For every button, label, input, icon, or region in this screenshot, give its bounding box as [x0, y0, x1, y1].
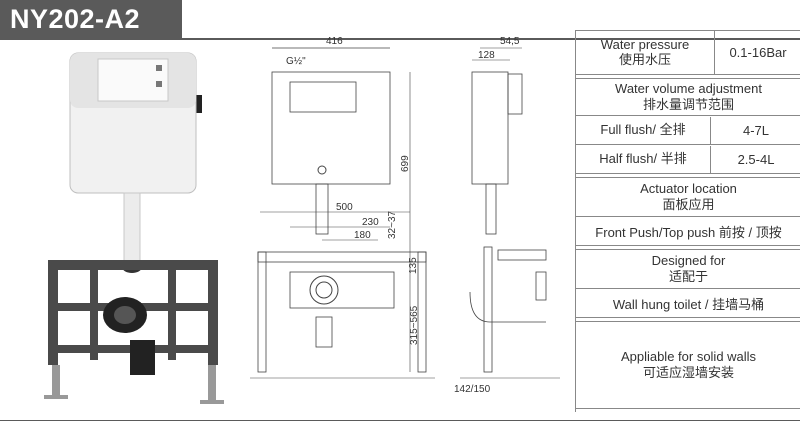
side-bracket	[507, 73, 523, 115]
label-en: Actuator location	[640, 181, 737, 197]
tank-valve	[317, 165, 327, 175]
label-en: Designed for	[651, 253, 726, 269]
dim-total-height: 699	[400, 155, 411, 172]
outlet-circle-inner	[315, 281, 333, 299]
header-divider	[0, 38, 800, 40]
label-cn: 排水量调节范围	[642, 97, 734, 112]
tank-opening	[289, 81, 357, 113]
spec-label: Half flush/ 半排	[576, 146, 711, 173]
spec-value: Front Push/Top push 前按 / 顶按	[595, 225, 782, 240]
spec-designed-heading: Designed for 适配于	[576, 249, 800, 289]
frame-top	[257, 251, 427, 263]
dim-side-frame: 142/150	[454, 384, 491, 395]
spec-label: Designed for 适配于	[652, 253, 726, 284]
side-flush-pipe	[485, 183, 497, 235]
side-outlet	[535, 271, 547, 301]
drain-outline	[315, 316, 333, 348]
spacer	[576, 247, 800, 250]
frame-right-leg	[208, 260, 218, 365]
label-en: Water pressure	[600, 36, 690, 52]
spec-half-flush: Half flush/ 半排 2.5-4L	[576, 146, 800, 174]
spec-value: 4-7L	[742, 123, 770, 138]
foot-plate-left	[44, 395, 68, 399]
spec-actuator-heading: Actuator location 面板应用	[576, 177, 800, 217]
spec-designed-value: Wall hung toilet / 挂墙马桶	[576, 290, 800, 318]
label-en: Water volume adjustment	[615, 81, 762, 97]
spec-label: Appliable for solid walls 可适应湿墙安装	[621, 349, 756, 380]
spec-actuator-value: Front Push/Top push 前按 / 顶按	[576, 218, 800, 246]
flush-pipe-outline	[315, 183, 329, 235]
label-cn: 面板应用	[662, 197, 715, 212]
cistern-clip	[156, 65, 162, 71]
mounting-bracket-right	[192, 95, 202, 113]
spec-label: Actuator location 面板应用	[640, 181, 737, 212]
product-model-title: NY202-A2	[0, 0, 182, 38]
drain-pipe	[130, 340, 155, 375]
side-frame-leg	[483, 246, 493, 373]
dim-outlet-height: 315~565	[409, 305, 420, 345]
frame-inner-post	[90, 270, 98, 360]
front-dimension-drawing: 416 G½" 699 500 230 180 32~37 135 315~56…	[250, 36, 435, 379]
dim-flush-height: 32~37	[387, 210, 398, 239]
spec-full-flush: Full flush/ 全排 4-7L	[576, 117, 800, 145]
frame-leg-left	[257, 251, 267, 373]
foot-plate-right	[200, 400, 224, 404]
spec-label: Water pressure 使用水压	[576, 31, 715, 74]
label-cn: 适配于	[668, 269, 708, 284]
dim-front-width: 416	[326, 36, 343, 47]
spec-label: Full flush/ 全排	[576, 117, 711, 144]
frame-top-bar	[48, 260, 218, 270]
drain-opening	[114, 306, 136, 324]
dim-pipe-gap: 135	[408, 257, 419, 274]
outlet-circle	[309, 275, 339, 305]
spec-appliable: Appliable for solid walls 可适应湿墙安装	[576, 321, 800, 409]
spec-water-pressure: Water pressure 使用水压 0.1-16Bar	[576, 30, 800, 75]
spec-value: 2.5-4L	[737, 152, 775, 167]
dim-outlet-spread: 230	[362, 217, 379, 228]
spacer	[576, 76, 800, 79]
side-drain-bend	[469, 291, 546, 323]
model-label: NY202-A2	[10, 3, 141, 34]
spacer	[576, 175, 800, 178]
side-tank	[471, 71, 509, 185]
dim-frame-width: 500	[336, 202, 353, 213]
dim-side-depth: 54,5	[500, 36, 520, 47]
dim-side-tank: 128	[478, 50, 495, 61]
cistern-clip	[156, 81, 162, 87]
spec-value: 0.1-16Bar	[729, 45, 787, 60]
flush-pipe	[123, 192, 141, 264]
product-photo	[44, 52, 224, 404]
spec-value: Wall hung toilet / 挂墙马桶	[612, 297, 765, 312]
label-cn: 使用水压	[618, 51, 671, 67]
spec-volume-heading: Water volume adjustment 排水量调节范围	[576, 78, 800, 116]
frame-left-leg	[48, 260, 58, 365]
foot-right	[208, 365, 216, 400]
spec-table: Water pressure 使用水压 0.1-16Bar Water volu…	[575, 30, 800, 412]
footer-divider	[0, 420, 800, 421]
frame-inner-post	[168, 270, 176, 360]
dim-inlet: G½"	[286, 56, 306, 67]
frame-mid	[289, 271, 395, 309]
side-dimension-drawing: 54,5 128 142/150	[454, 36, 560, 395]
side-frame-arm	[497, 249, 547, 261]
frame-leg-right	[417, 251, 427, 373]
spec-label: Water volume adjustment 排水量调节范围	[615, 81, 762, 112]
label-en: Appliable for solid walls	[620, 349, 757, 365]
tank-outline	[271, 71, 391, 185]
dim-outlet-offset: 180	[354, 230, 371, 241]
label-cn: 可适应湿墙安装	[642, 365, 734, 380]
spacer	[576, 319, 800, 322]
foot-left	[52, 365, 60, 395]
